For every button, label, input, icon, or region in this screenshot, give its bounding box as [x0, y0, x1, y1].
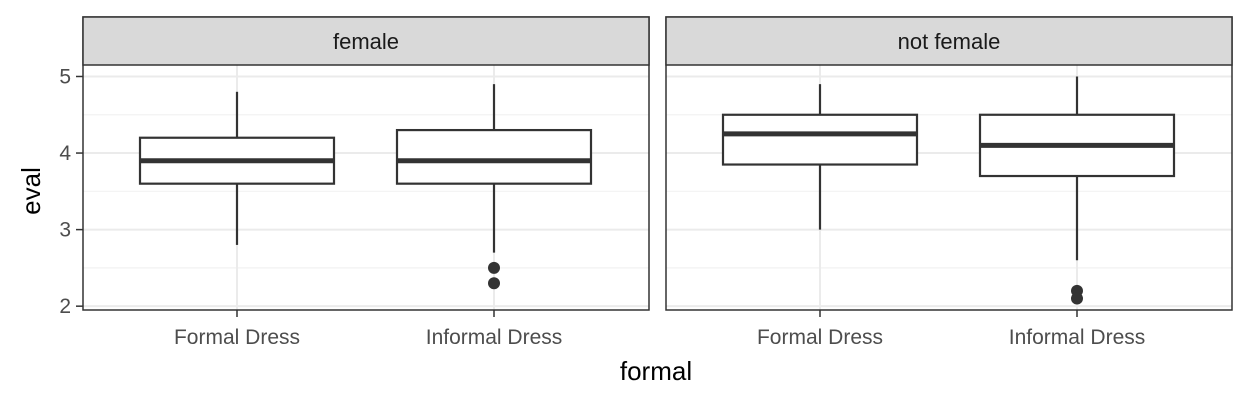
facet-strip-label: not female	[898, 29, 1001, 54]
facet-panels: female not female	[82, 16, 1233, 311]
box-formal-dress	[138, 91, 336, 245]
y-axis-title: eval	[16, 167, 46, 215]
y-tick-label: 4	[59, 142, 71, 165]
outlier-point	[1071, 292, 1083, 305]
y-tick-label: 3	[59, 219, 71, 242]
facet-strip-label: female	[333, 29, 399, 54]
y-axis: 2 3 4 5	[59, 65, 83, 318]
panel-background	[83, 65, 649, 310]
box-informal-dress	[395, 84, 593, 290]
outlier-point	[488, 277, 500, 290]
x-tick-label: Informal Dress	[426, 326, 563, 349]
y-tick-label: 5	[59, 65, 71, 88]
y-tick-label: 2	[59, 295, 71, 318]
box-informal-dress	[978, 76, 1176, 305]
facet-panel-female: female	[82, 16, 650, 311]
outlier-point	[488, 261, 500, 274]
iqr-box	[721, 113, 919, 166]
x-tick-label: Formal Dress	[174, 326, 300, 349]
x-axis-title: formal	[620, 356, 692, 386]
box-formal-dress	[721, 84, 919, 230]
facet-panel-not-female: not female	[665, 16, 1233, 311]
facet-strip	[665, 16, 1233, 66]
panel-background	[666, 65, 1232, 310]
iqr-box	[395, 128, 593, 185]
x-tick-label: Formal Dress	[757, 326, 883, 349]
x-axis: Formal Dress Informal Dress Formal Dress In…	[174, 310, 1145, 349]
x-tick-label: Informal Dress	[1009, 326, 1146, 349]
facet-strip	[82, 16, 650, 66]
